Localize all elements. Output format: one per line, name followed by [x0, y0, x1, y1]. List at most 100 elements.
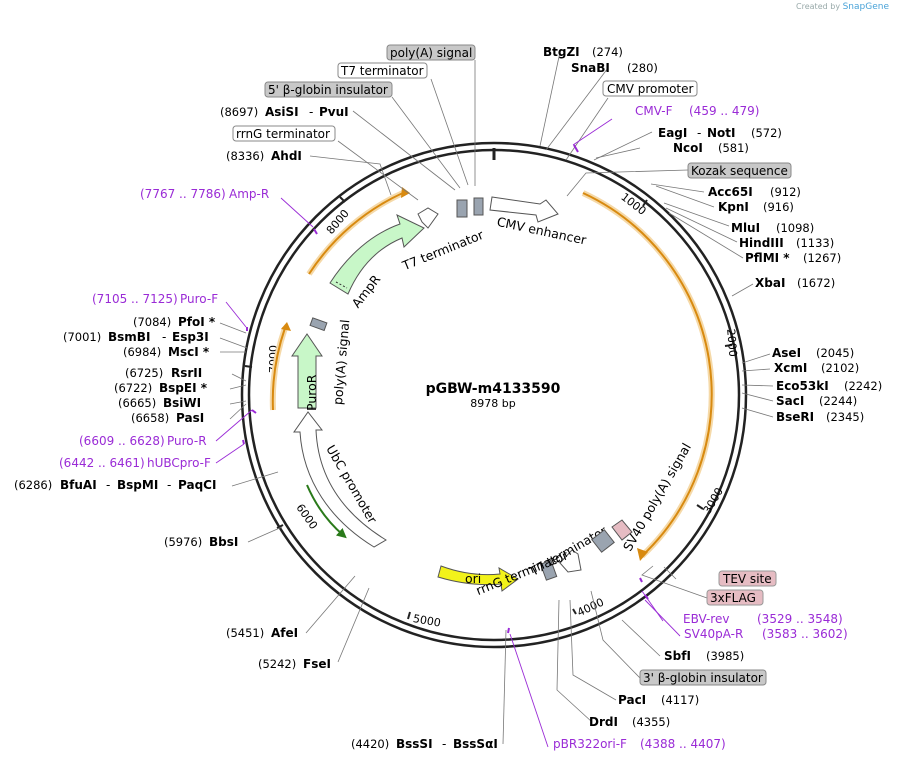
badge-tev[interactable]: TEV site [718, 570, 777, 587]
kpni-label[interactable]: KpnI [718, 200, 749, 214]
badge-polya-signal[interactable]: poly(A) signal [386, 44, 476, 61]
sv40pa-r-label[interactable]: SV40pA-R [684, 627, 743, 641]
credit-text: Created by [796, 2, 841, 11]
badge-text-rrng: rrnG terminator [236, 127, 330, 141]
puro-r-label[interactable]: Puro-R [167, 434, 207, 448]
badge-cmv-promoter[interactable]: CMV promoter [602, 80, 698, 97]
feature-puror[interactable]: PuroR [291, 333, 323, 411]
ampr-primer-pos: (7767 .. 7786) [140, 187, 226, 201]
tick-label-5000: 5000 [412, 612, 442, 630]
badge-text-5bglobin: 5' β-globin insulator [268, 83, 388, 97]
pflmi-pos: (1267) [803, 251, 841, 265]
feature-t7-terminator-top[interactable]: T7 terminator [399, 207, 486, 273]
mlui-pos: (1098) [776, 221, 814, 235]
xcmi-label[interactable]: XcmI [774, 361, 807, 375]
mlui-label[interactable]: MluI [731, 221, 760, 235]
feature-ori[interactable]: ori [437, 565, 519, 592]
site-labels-left: (8697) AsiSI - PvuI (8336) AhdI (7767 ..… [14, 105, 498, 751]
plasmid-length: 8978 bp [470, 397, 515, 410]
drdi-pos: (4355) [632, 715, 670, 729]
sbfi-label[interactable]: SbfI [664, 649, 691, 663]
acc65i-pos: (912) [770, 185, 801, 199]
ahdi-label[interactable]: AhdI [271, 149, 302, 163]
badge-text-flag: 3xFLAG [710, 591, 756, 605]
cmv-f-label[interactable]: CMV-F [635, 104, 673, 118]
badge-kozak[interactable]: Kozak sequence [687, 162, 792, 179]
bsiwi-label[interactable]: BsiWI [163, 396, 201, 410]
esp3i-label[interactable]: Esp3I [172, 330, 209, 344]
badge-5-beta-globin[interactable]: 5' β-globin insulator [264, 81, 393, 98]
noti-pos: (572) [751, 126, 782, 140]
fsei-pos: (5242) [258, 657, 296, 671]
snabi-label[interactable]: SnaBI [571, 61, 610, 75]
feature-tag-block [611, 519, 633, 541]
pfoi-label[interactable]: PfoI * [178, 315, 216, 329]
feature-t7-terminator-bottom[interactable] [559, 549, 582, 573]
msci-pos: (6984) [123, 345, 161, 359]
puro-f-label[interactable]: Puro-F [180, 292, 218, 306]
badge-rrng-terminator[interactable]: rrnG terminator [232, 125, 336, 142]
eco53ki-pos: (2242) [844, 379, 882, 393]
bsiwi-pos: (6665) [118, 396, 156, 410]
ebv-rev-label[interactable]: EBV-rev [683, 612, 729, 626]
bspmi-label[interactable]: BspMI [117, 478, 158, 492]
noti-label[interactable]: NotI [707, 126, 736, 140]
badge-t7-terminator[interactable]: T7 terminator [337, 62, 428, 79]
fsei-label[interactable]: FseI [303, 657, 331, 671]
badge-text-t7: T7 terminator [340, 64, 424, 78]
saci-label[interactable]: SacI [776, 394, 804, 408]
badge-text-3bglobin: 3' β-globin insulator [643, 671, 763, 685]
ncoi-label[interactable]: NcoI [673, 141, 703, 155]
asei-label[interactable]: AseI [772, 346, 801, 360]
msci-label[interactable]: MscI * [168, 345, 210, 359]
hindiii-label[interactable]: HindIII [739, 236, 784, 250]
bsssi-label[interactable]: BssSI [396, 737, 433, 751]
bfuai-label[interactable]: BfuAI [60, 478, 97, 492]
sep-4: - [167, 478, 171, 492]
bspei-label[interactable]: BspEI * [159, 381, 208, 395]
bbsi-label[interactable]: BbsI [209, 535, 238, 549]
bbsi-pos: (5976) [164, 535, 202, 549]
pbr-f-pos: (4388 .. 4407) [640, 737, 726, 751]
btgzi-label[interactable]: BtgZI [543, 45, 580, 59]
ampr-primer-label[interactable]: Amp-R [229, 187, 269, 201]
kpni-pos: (916) [763, 200, 794, 214]
sep-1: - [309, 105, 313, 119]
bsmbi-label[interactable]: BsmBI [108, 330, 150, 344]
paci-label[interactable]: PacI [618, 693, 646, 707]
badge-text-kozak: Kozak sequence [691, 164, 788, 178]
drdi-label[interactable]: DrdI [589, 715, 618, 729]
afei-label[interactable]: AfeI [271, 626, 298, 640]
asisi-label[interactable]: AsiSI [265, 105, 299, 119]
xbai-label[interactable]: XbaI [755, 276, 785, 290]
xcmi-pos: (2102) [821, 361, 859, 375]
badge-3-beta-globin[interactable]: 3' β-globin insulator [639, 669, 767, 686]
tick-label-2000: 2000 [724, 328, 739, 357]
paqci-label[interactable]: PaqCI [178, 478, 216, 492]
bfuai-pos: (6286) [14, 478, 52, 492]
acc65i-label[interactable]: Acc65I [708, 185, 753, 199]
badge-3xflag[interactable]: 3xFLAG [706, 589, 764, 606]
plasmid-name: pGBW-m4133590 [426, 381, 561, 397]
feature-polya-block [309, 317, 328, 332]
sbfi-pos: (3985) [706, 649, 744, 663]
bsssai-label[interactable]: BssSαI [453, 737, 498, 751]
sep-6: - [697, 126, 701, 140]
pvui-label[interactable]: PvuI [319, 105, 349, 119]
pflmi-label[interactable]: PflMI * [745, 251, 790, 265]
asisi-pos: (8697) [220, 105, 258, 119]
cmv-f-pos: (459 .. 479) [689, 104, 759, 118]
eagi-label[interactable]: EagI [658, 126, 687, 140]
bseri-label[interactable]: BseRI [776, 410, 814, 424]
pbr-f-label[interactable]: pBR322ori-F [553, 737, 627, 751]
btgzi-pos: (274) [592, 45, 623, 59]
eco53ki-label[interactable]: Eco53kI [776, 379, 829, 393]
xbai-pos: (1672) [797, 276, 835, 290]
rsrii-label[interactable]: RsrII [171, 366, 202, 380]
hubcpro-f-label[interactable]: hUBCpro-F [147, 456, 211, 470]
feature-cmv-enhancer[interactable]: CMV enhancer [489, 196, 588, 248]
bsssi-pos: (4420) [351, 737, 389, 751]
pasi-label[interactable]: PasI [176, 411, 204, 425]
feature-sv40-block [591, 529, 615, 553]
